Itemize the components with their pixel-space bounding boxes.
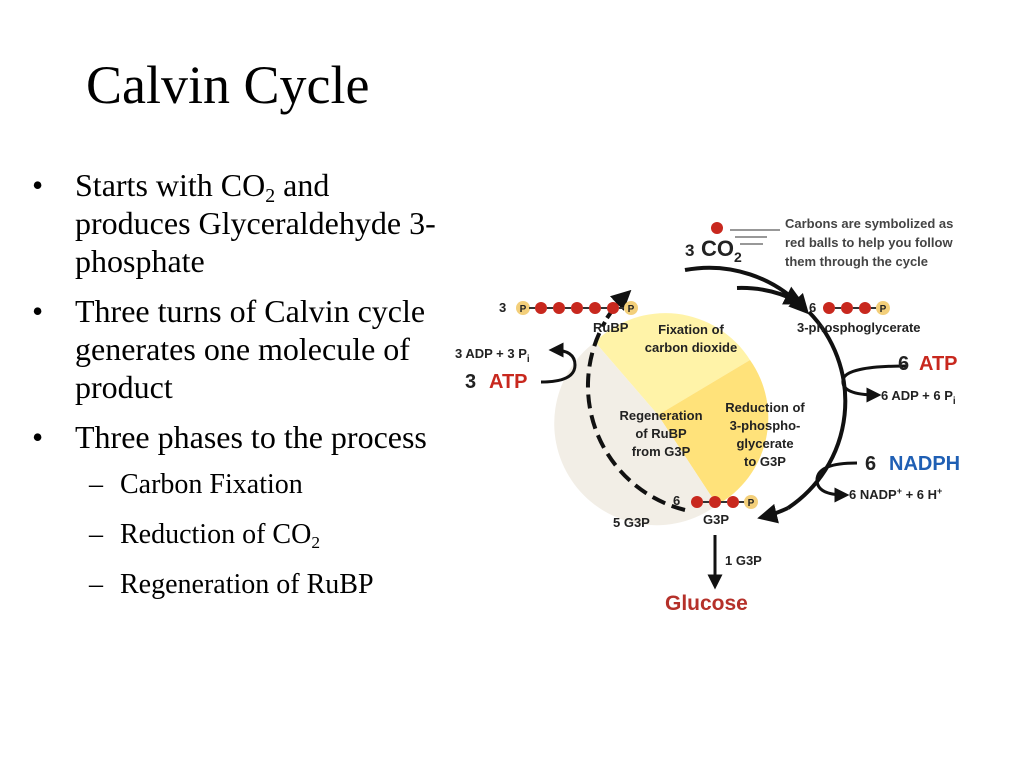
carbon-ball	[709, 496, 721, 508]
bullet-text: Starts with CO2 and produces Glyceraldeh…	[75, 167, 436, 279]
sub-bullet-text: Regeneration of RuBP	[120, 569, 374, 600]
slide-title: Calvin Cycle	[86, 55, 370, 115]
pointing-hand-icon	[730, 229, 780, 245]
atp-left-arrow	[540, 342, 577, 384]
atp-right-arrow	[841, 364, 908, 403]
adp-right-output: 6 ADP + 6 Pi	[881, 388, 956, 407]
cycle-arc	[786, 310, 848, 510]
rubp-count: 3	[499, 300, 506, 315]
sub-bullet-item: – Carbon Fixation	[32, 468, 442, 502]
co2-count: 3	[685, 241, 694, 260]
atp-left-count: 3	[465, 371, 476, 393]
carbon-ball	[607, 302, 619, 314]
pga-molecule: P	[823, 301, 890, 315]
cycle-arc	[684, 265, 810, 315]
bullet-marker: •	[32, 293, 44, 329]
atp-right-count: 6	[898, 353, 909, 375]
carbon-ball	[553, 302, 565, 314]
calvin-cycle-diagram: 3 CO2 Carbons are symbolized as red ball…	[455, 216, 960, 615]
bullet-text: Three turns of Calvin cycle generates on…	[75, 293, 426, 405]
carbon-ball	[535, 302, 547, 314]
nadph-count: 6	[865, 453, 876, 475]
five-g3p-label: 5 G3P	[613, 515, 650, 530]
cycle-arc	[757, 503, 789, 524]
bullet-text: Three phases to the process	[75, 419, 427, 455]
callout-line-2: red balls to help you follow	[785, 235, 953, 250]
sub-bullet-marker: –	[89, 469, 103, 500]
bullet-item: • Three turns of Calvin cycle generates …	[32, 292, 442, 406]
nadp-output: 6 NADP+ + 6 H+	[849, 486, 942, 502]
sub-bullet-item: – Regeneration of RuBP	[32, 568, 442, 602]
nadph-label: NADPH	[889, 453, 960, 475]
callout-line-1: Carbons are symbolized as	[785, 216, 953, 231]
carbon-ball	[711, 222, 723, 234]
sub-bullet-marker: –	[89, 569, 103, 600]
cycle-arc	[586, 321, 686, 512]
fixation-sector	[595, 313, 750, 415]
bullet-marker: •	[32, 167, 44, 203]
glucose-label: Glucose	[665, 592, 748, 615]
rubp-label: RuBP	[593, 320, 629, 335]
sub-bullet-text: Reduction of CO2	[120, 519, 320, 553]
bullet-marker: •	[32, 419, 44, 455]
pga-count: 6	[809, 300, 816, 315]
pga-label: 3-phosphoglycerate	[797, 320, 921, 335]
g3p-molecule: P	[691, 495, 758, 509]
phosphate-group	[876, 301, 890, 315]
carbon-ball	[841, 302, 853, 314]
g3p-count: 6	[673, 493, 680, 508]
bullet-list: • Starts with CO2 and produces Glycerald…	[32, 166, 442, 618]
adp-left-output: 3 ADP + 3 Pi	[455, 346, 530, 365]
phosphate-group	[516, 301, 530, 315]
carbon-ball	[589, 302, 601, 314]
carbon-ball	[727, 496, 739, 508]
carbon-ball	[823, 302, 835, 314]
phosphate-group	[744, 495, 758, 509]
sub-bullet-text: Carbon Fixation	[120, 469, 303, 500]
callout-line-3: them through the cycle	[785, 254, 928, 269]
one-g3p-label: 1 G3P	[725, 553, 762, 568]
phosphate-label: P	[748, 498, 755, 509]
atp-right-label: ATP	[919, 353, 958, 375]
carbon-ball	[571, 302, 583, 314]
sub-bullet-item: – Reduction of CO2	[32, 518, 442, 552]
co2-label: CO2	[701, 236, 742, 265]
regeneration-sector	[554, 342, 717, 526]
phosphate-label: P	[628, 304, 635, 315]
carbon-ball	[859, 302, 871, 314]
phosphate-group	[624, 301, 638, 315]
nadph-arrow	[815, 461, 858, 503]
bullet-item: • Three phases to the process	[32, 418, 442, 456]
phosphate-label: P	[880, 304, 887, 315]
g3p-label: G3P	[703, 512, 729, 527]
carbon-ball	[691, 496, 703, 508]
bullet-item: • Starts with CO2 and produces Glycerald…	[32, 166, 442, 280]
phosphate-label: P	[520, 304, 527, 315]
atp-left-label: ATP	[489, 371, 528, 393]
sub-bullet-marker: –	[89, 519, 103, 550]
reduction-sector	[658, 360, 769, 505]
